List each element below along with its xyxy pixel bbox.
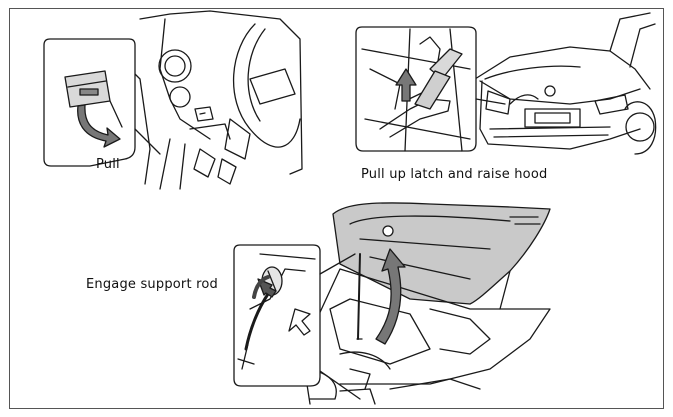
- pull-up-latch-label: Pull up latch and raise hood: [361, 167, 548, 182]
- support-rod-arrow-icon: [252, 275, 277, 299]
- interior-dashboard-illustration: [129, 10, 303, 190]
- diagram-frame: Pull Pull up latch and raise hood Engage…: [9, 8, 664, 409]
- hood-opening-diagram: [43, 10, 657, 405]
- release-lever-callout: [43, 38, 161, 167]
- pull-label: Pull: [96, 157, 120, 172]
- latch-arrow-icon: [395, 68, 417, 102]
- hood-raise-arrow-icon: [375, 248, 406, 345]
- engage-support-rod-label: Engage support rod: [86, 277, 218, 292]
- support-rod-callout: [233, 244, 356, 387]
- car-front-illustration: [474, 12, 657, 155]
- latch-callout: [355, 26, 506, 152]
- raised-hood-illustration: [299, 202, 551, 405]
- release-lever-arrow-icon: [77, 104, 121, 148]
